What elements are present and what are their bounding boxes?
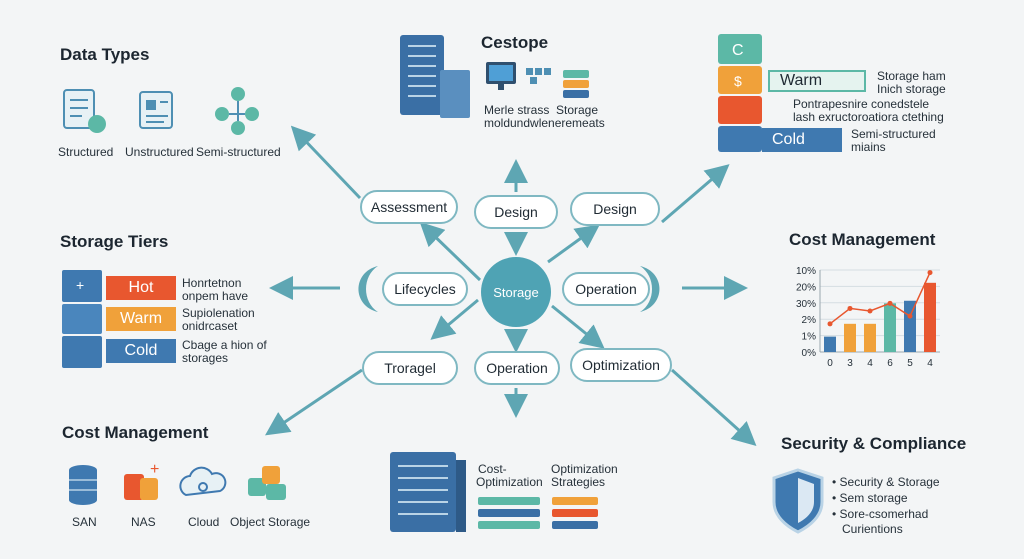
tier-note-6: miains bbox=[851, 140, 886, 154]
node-lifecycles: Lifecycles bbox=[382, 272, 468, 306]
cestope-caption-sub: moldundwleneremeats bbox=[484, 116, 605, 130]
security-bullet-4: Curientions bbox=[842, 522, 903, 536]
node-operation-right: Operation bbox=[562, 272, 650, 306]
storage-tier-note-2: onpem have bbox=[182, 289, 249, 303]
san-label: SAN bbox=[72, 515, 97, 529]
semi-structured-label: Semi-structured bbox=[196, 145, 281, 159]
storage-tier-note-3: Supiolenation bbox=[182, 306, 255, 320]
storage-hub: Storage bbox=[481, 257, 551, 327]
security-bullet-1: • Security & Storage bbox=[832, 475, 940, 489]
node-design-right: Design bbox=[570, 192, 660, 226]
cost-optimization-caption-1: Cost- bbox=[478, 462, 507, 476]
hot-tier-bar: Hot bbox=[106, 276, 176, 300]
cost-optimization-caption-2: Optimization bbox=[476, 475, 543, 489]
warm-tier-bar: Warm bbox=[768, 70, 866, 92]
node-design-center: Design bbox=[474, 195, 558, 229]
node-assessment: Assessment bbox=[360, 190, 458, 224]
optimization-strategies-caption-1: Optimization bbox=[551, 462, 618, 476]
warm-tier-bar-left: Warm bbox=[106, 307, 176, 331]
tier-note-1: Storage ham bbox=[877, 69, 946, 83]
cloud-label: Cloud bbox=[188, 515, 220, 529]
security-heading: Security & Compliance bbox=[781, 434, 967, 453]
cost-management-heading: Cost Management bbox=[789, 230, 936, 249]
node-operation-bottom: Operation bbox=[474, 351, 560, 385]
tier-note-4: lash exructoroatiora ctething bbox=[793, 110, 944, 124]
cold-tier-bar-left: Cold bbox=[106, 339, 176, 363]
storage-tier-note-4: onidrcaset bbox=[182, 319, 238, 333]
tier-note-2: Inich storage bbox=[877, 82, 946, 96]
security-bullet-3: • Sore-csomerhad bbox=[832, 507, 929, 521]
storage-tier-note-6: storages bbox=[182, 351, 229, 365]
cost-management-heading-bottom: Cost Management bbox=[62, 423, 209, 442]
data-types-heading: Data Types bbox=[60, 45, 150, 64]
cestope-heading: Cestope bbox=[481, 33, 549, 52]
cestope-caption-left: Merle strass bbox=[484, 103, 550, 117]
structured-label: Structured bbox=[58, 145, 114, 159]
optimization-strategies-caption-2: Strategies bbox=[551, 475, 606, 489]
node-troragel: Troragel bbox=[362, 351, 458, 385]
security-bullet-2: • Sem storage bbox=[832, 491, 908, 505]
node-optimization: Optimization bbox=[570, 348, 672, 382]
unstructured-label: Unstructured bbox=[125, 145, 194, 159]
cestope-caption-right: Storage bbox=[556, 103, 599, 117]
tier-note-3: Pontrapesnire conedstele bbox=[793, 97, 930, 111]
cold-tier-bar: Cold bbox=[762, 128, 842, 152]
object-storage-label: Object Storage bbox=[230, 515, 311, 529]
tier-note-5: Semi-structured bbox=[851, 127, 936, 141]
nas-label: NAS bbox=[131, 515, 156, 529]
storage-tier-note-5: Cbage a hion of bbox=[182, 338, 267, 352]
storage-tier-note-1: Honrtetnon bbox=[182, 276, 242, 290]
storage-tiers-heading: Storage Tiers bbox=[60, 232, 169, 251]
